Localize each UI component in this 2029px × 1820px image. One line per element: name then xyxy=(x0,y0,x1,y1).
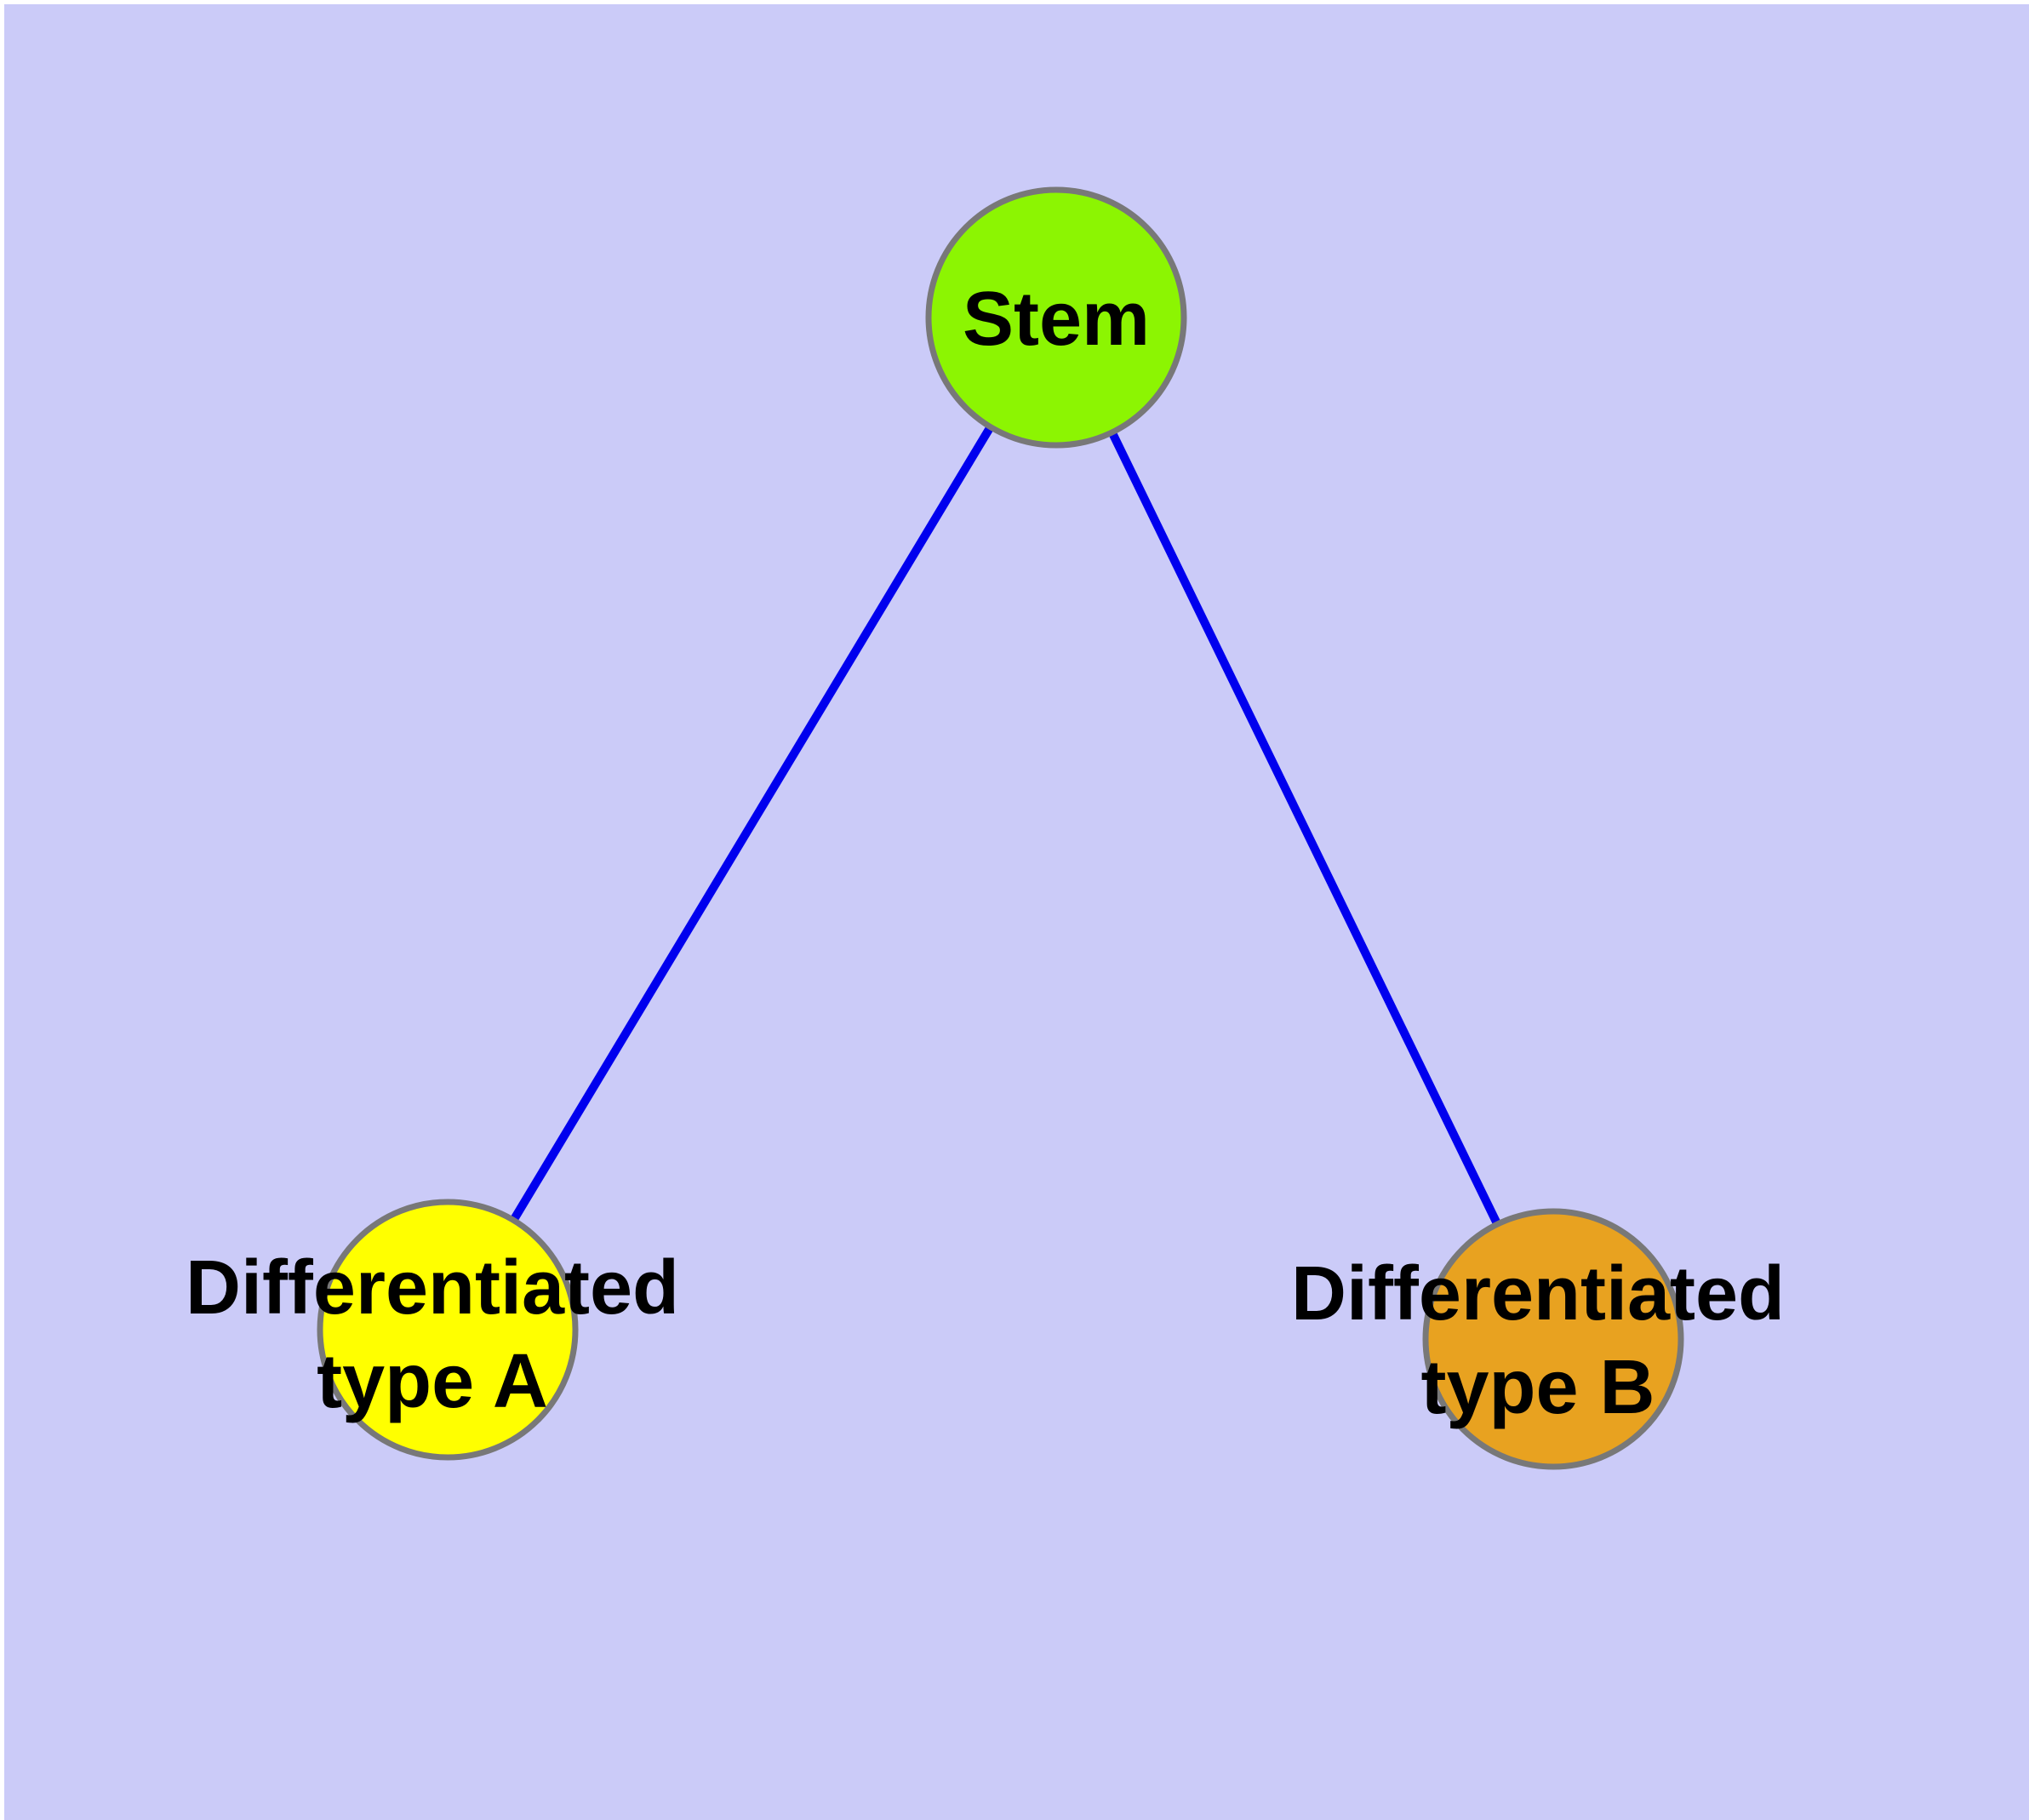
edge-stem-to-type-b xyxy=(1052,315,1557,1342)
node-type-b-label-line1: Differentiated xyxy=(1291,1251,1785,1336)
node-stem xyxy=(925,186,1187,449)
node-stem-label: Stem xyxy=(963,277,1150,362)
node-type-b-label-line2: type B xyxy=(1420,1345,1655,1430)
node-type-a-label-line1: Differentiated xyxy=(186,1245,679,1331)
node-type-a-label-line2: type A xyxy=(317,1339,548,1424)
edge-stem-to-type-a xyxy=(443,315,1060,1332)
node-differentiated-type-b xyxy=(1422,1208,1684,1470)
node-differentiated-type-a xyxy=(317,1199,579,1461)
